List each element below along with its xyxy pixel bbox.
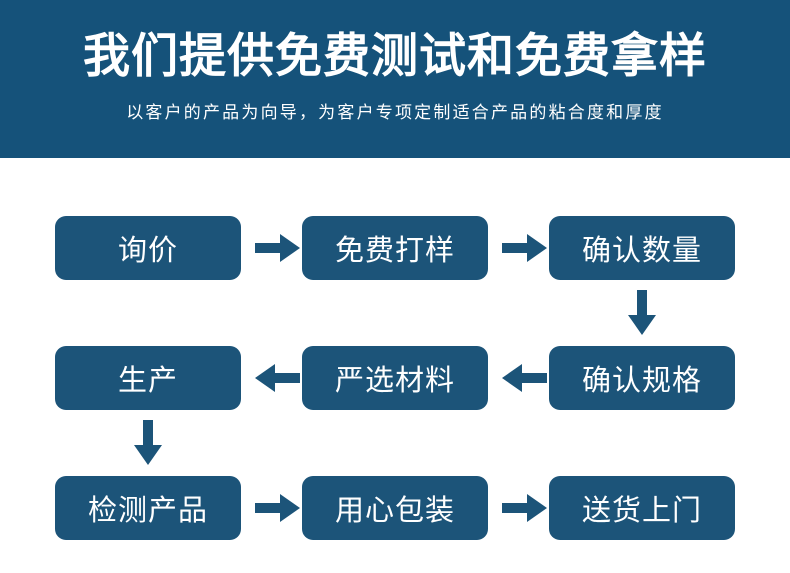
header-banner: 我们提供免费测试和免费拿样 以客户的产品为向导，为客户专项定制适合产品的粘合度和…	[0, 0, 790, 158]
flow-node-inspect-product[interactable]: 检测产品	[55, 476, 241, 540]
flow-node-careful-packaging[interactable]: 用心包装	[302, 476, 488, 540]
arrow-right-icon	[502, 233, 547, 263]
arrow-down-icon	[627, 290, 657, 335]
flow-node-select-material[interactable]: 严选材料	[302, 346, 488, 410]
banner-subtitle: 以客户的产品为向导，为客户专项定制适合产品的粘合度和厚度	[126, 103, 664, 123]
flow-node-free-sample[interactable]: 免费打样	[302, 216, 488, 280]
flow-node-confirm-quantity[interactable]: 确认数量	[549, 216, 735, 280]
process-flow-diagram: 询价 免费打样 确认数量 生产 严选材料	[0, 158, 790, 573]
flow-node-confirm-spec[interactable]: 确认规格	[549, 346, 735, 410]
arrow-right-icon	[255, 493, 300, 523]
flow-node-inquiry[interactable]: 询价	[55, 216, 241, 280]
flow-node-door-delivery[interactable]: 送货上门	[549, 476, 735, 540]
arrow-right-icon	[502, 493, 547, 523]
arrow-left-icon	[502, 363, 547, 393]
arrow-right-icon	[255, 233, 300, 263]
banner-title: 我们提供免费测试和免费拿样	[83, 29, 707, 84]
arrow-left-icon	[255, 363, 300, 393]
arrow-down-icon	[133, 420, 163, 465]
flow-node-production[interactable]: 生产	[55, 346, 241, 410]
